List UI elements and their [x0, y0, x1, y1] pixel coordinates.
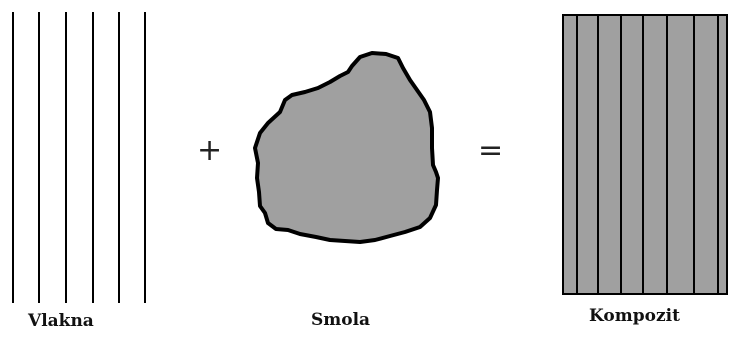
fibers-label: Vlakna — [28, 311, 94, 331]
composite-label: Kompozit — [589, 306, 680, 326]
resin-label: Smola — [311, 310, 370, 330]
composite-block — [563, 15, 727, 294]
plus-sign: + — [197, 136, 222, 166]
equals-sign: = — [478, 136, 503, 166]
fibers-group — [13, 12, 145, 303]
resin-blob — [255, 53, 438, 242]
composite-fill — [563, 15, 727, 294]
